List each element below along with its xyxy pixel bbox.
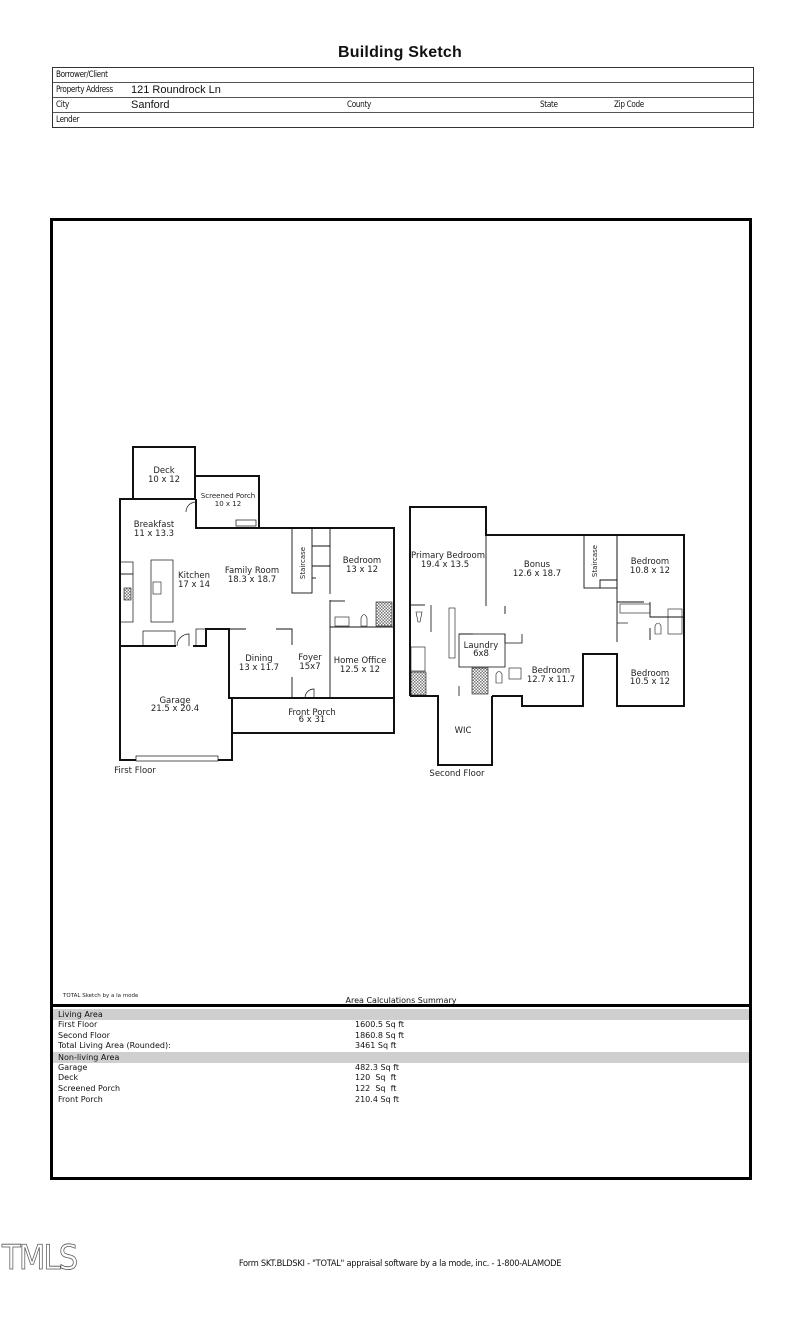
borrower-label: Borrower/Client <box>56 70 108 80</box>
first-floor-label: First Floor <box>114 766 156 776</box>
floor-plan-drawing: Deck 10 x 12 Screened Porch 10 x 12 Brea… <box>114 446 685 779</box>
summary-label: First Floor <box>58 1020 98 1029</box>
room-dims: 17 x 14 <box>178 580 210 590</box>
address-value: 121 Roundrock Ln <box>131 84 221 96</box>
form-footer-text: Form SKT.BLDSKI - "TOTAL" appraisal soft… <box>238 1259 562 1269</box>
summary-label: Deck <box>58 1073 79 1083</box>
room-name: Garage <box>159 696 190 706</box>
borrower-row: Borrower/Client <box>53 68 753 83</box>
summary-label: Second Floor <box>58 1030 110 1040</box>
room-dims: 18.3 x 18.7 <box>228 575 276 585</box>
summary-label: Screened Porch <box>58 1083 121 1093</box>
summary-value: 1600.5 Sq ft <box>355 1020 405 1029</box>
property-info-table: Borrower/Client Property Address 121 Rou… <box>52 67 754 128</box>
room-name: Bonus <box>524 560 551 570</box>
sketch-credit: TOTAL Sketch by a la mode <box>63 993 139 999</box>
address-label: Property Address <box>56 85 113 95</box>
sketch-frame: Deck 10 x 12 Screened Porch 10 x 12 Brea… <box>50 218 752 1180</box>
second-floor-label: Second Floor <box>429 769 485 779</box>
room-dims: 10 x 12 <box>215 500 241 508</box>
summary-row: Garage 482.3 Sq ft <box>53 1063 749 1074</box>
page-title: Building Sketch <box>338 44 462 61</box>
city-label: City <box>56 100 69 110</box>
room-name: Dining <box>245 654 272 664</box>
room-dims: 6x8 <box>473 649 489 659</box>
room-name: Staircase <box>591 545 599 577</box>
tmls-logo: TMLS <box>2 1238 79 1279</box>
room-name: Family Room <box>225 566 279 576</box>
room-name: Laundry <box>464 641 499 651</box>
room-name: Primary Bedroom <box>411 551 485 561</box>
room-dims: 13 x 12 <box>346 565 378 575</box>
summary-label: Garage <box>58 1062 88 1072</box>
room-dims: 12.5 x 12 <box>340 665 380 675</box>
room-dims: 11 x 13.3 <box>134 529 174 539</box>
zip-label: Zip Code <box>614 100 644 110</box>
city-value: Sanford <box>131 99 170 111</box>
county-label: County <box>347 100 371 110</box>
living-area-header: Living Area <box>53 1009 749 1020</box>
summary-value: 1860.8 Sq ft <box>355 1030 405 1040</box>
room-dims: 10.5 x 12 <box>630 677 670 687</box>
room-name: Bedroom <box>631 557 669 567</box>
room-name: Bedroom <box>631 669 669 679</box>
room-name: Bedroom <box>343 556 381 566</box>
area-summary-table: Living Area First Floor 1600.5 Sq ft Sec… <box>53 1004 749 1105</box>
summary-row: Front Porch 210.4 Sq ft <box>53 1095 749 1106</box>
summary-value: 120 Sq ft <box>355 1073 397 1083</box>
room-name: Breakfast <box>134 520 175 530</box>
summary-value: 122 Sq ft <box>355 1083 397 1093</box>
first-floor-plan <box>119 446 395 762</box>
summary-row: Deck 120 Sq ft <box>53 1073 749 1084</box>
room-dims: 19.4 x 13.5 <box>421 560 469 570</box>
room-name: Deck <box>153 466 174 476</box>
room-name: Foyer <box>298 653 322 663</box>
lender-label: Lender <box>56 115 80 125</box>
state-label: State <box>540 100 558 110</box>
summary-row: First Floor 1600.5 Sq ft <box>53 1020 749 1031</box>
summary-label: Front Porch <box>58 1094 103 1104</box>
room-name: Home Office <box>334 656 387 666</box>
room-name: Screened Porch <box>201 492 255 500</box>
nonliving-area-header: Non-living Area <box>53 1051 749 1063</box>
room-dims: 12.7 x 11.7 <box>527 675 575 685</box>
area-summary-title: Area Calculations Summary <box>345 996 457 1005</box>
room-name: WIC <box>455 726 472 736</box>
summary-row: Total Living Area (Rounded): 3461 Sq ft <box>53 1041 749 1052</box>
room-dims: 10.8 x 12 <box>630 566 670 576</box>
second-floor-plan <box>409 506 685 766</box>
summary-label: Total Living Area (Rounded): <box>58 1041 171 1051</box>
room-dims: 6 x 31 <box>299 715 326 725</box>
room-dims: 10 x 12 <box>148 475 180 485</box>
summary-value: 3461 Sq ft <box>355 1041 397 1051</box>
room-dims: 15x7 <box>299 662 320 672</box>
second-floor-labels: Primary Bedroom 19.4 x 13.5 Bonus 12.6 x… <box>411 545 670 779</box>
summary-row: Screened Porch 122 Sq ft <box>53 1084 749 1095</box>
summary-row: Second Floor 1860.8 Sq ft <box>53 1031 749 1042</box>
summary-value: 210.4 Sq ft <box>355 1094 399 1104</box>
room-name: Kitchen <box>178 571 210 581</box>
room-name: Front Porch <box>288 708 336 718</box>
address-row: Property Address 121 Roundrock Ln <box>53 83 753 98</box>
first-floor-labels: Deck 10 x 12 Screened Porch 10 x 12 Brea… <box>114 466 386 776</box>
room-dims: 12.6 x 18.7 <box>513 569 561 579</box>
lender-row: Lender <box>53 113 753 127</box>
room-name: Bedroom <box>532 666 570 676</box>
room-name: Staircase <box>299 547 307 579</box>
room-dims: 13 x 11.7 <box>239 663 279 673</box>
room-dims: 21.5 x 20.4 <box>151 704 199 714</box>
city-row: City Sanford County State Zip Code <box>53 98 753 113</box>
summary-value: 482.3 Sq ft <box>355 1062 399 1072</box>
